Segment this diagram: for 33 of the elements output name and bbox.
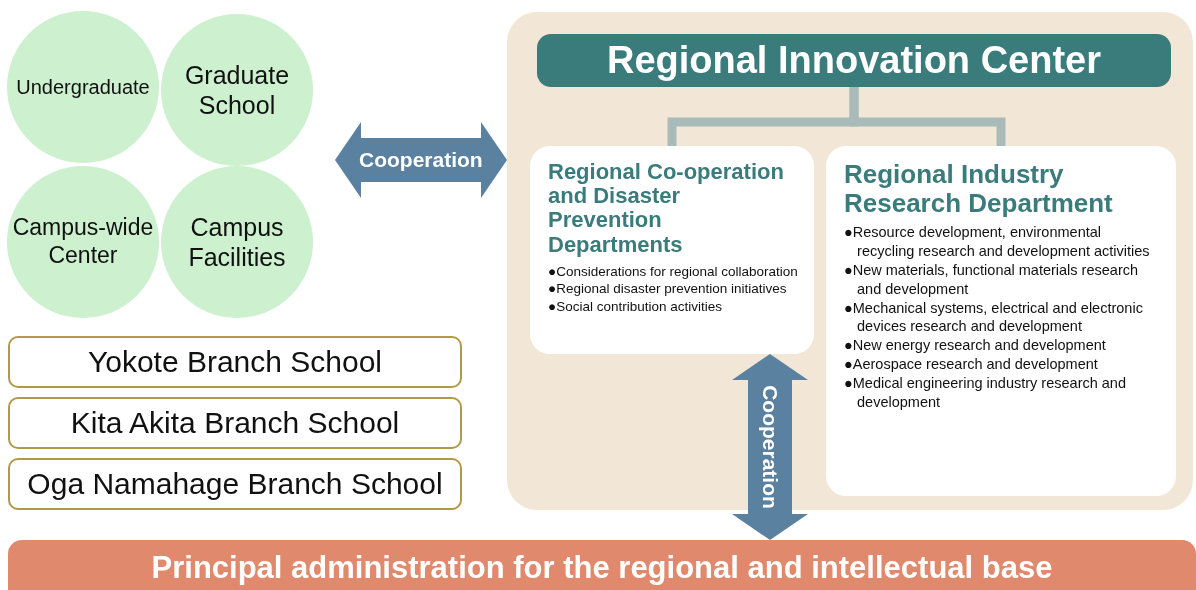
unit-label: Campus-wide Center <box>11 214 155 270</box>
department-card <box>530 146 814 354</box>
center-panel <box>507 12 1193 510</box>
department-heading: Regional Industry Research Department <box>844 160 1114 218</box>
branch-school-box <box>8 336 462 388</box>
bullet-item: ●Resource development, environmental recycling research and development activities <box>844 223 1151 261</box>
double-arrow <box>335 122 507 198</box>
bullet-item: ●Considerations for regional collaboration <box>548 262 798 281</box>
unit-label: Graduate School <box>183 60 291 120</box>
department-heading: Regional Co-operation and Disaster Prevention Departments <box>548 160 785 257</box>
branch-school-label: Oga Namahage Branch School <box>27 467 443 501</box>
bullet-item: ●Regional disaster prevention initiatives <box>548 280 788 298</box>
bullet-item: ●Social contribution activities <box>548 297 723 316</box>
bullet-item: ●Mechanical systems, electrical and electronic devices research and development <box>844 298 1144 337</box>
branch-school-label: Yokote Branch School <box>87 345 383 379</box>
administration-banner <box>8 540 1196 590</box>
bullet-item: ●Medical engineering industry research and development <box>844 373 1127 412</box>
unit-label: Undergraduate <box>16 75 150 99</box>
connector-line <box>849 87 1006 146</box>
center-title-bar <box>537 34 1171 87</box>
branch-school-box <box>8 458 462 510</box>
banner-title: Principal administration for the regional and intellectual base <box>151 550 1053 586</box>
bullet-item: ●New energy research and development <box>844 336 1107 356</box>
branch-school-box <box>8 397 462 449</box>
center-title: Regional Innovation Center <box>606 39 1101 82</box>
bullet-item: ●New materials, functional materials research and development <box>844 260 1140 299</box>
unit-label: Campus Facilities <box>187 212 287 272</box>
edge-label: Cooperation <box>359 148 483 172</box>
department-card <box>826 146 1176 496</box>
bullet-item: ●Aerospace research and development <box>844 355 1099 374</box>
edge-label: Cooperation <box>757 385 782 509</box>
double-arrow <box>732 354 808 540</box>
branch-school-label: Kita Akita Branch School <box>70 406 400 440</box>
